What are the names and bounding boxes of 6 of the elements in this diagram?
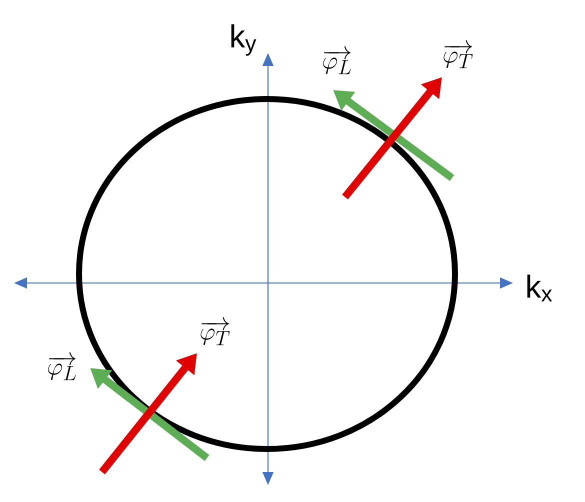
vector-label: $\overrightarrow{\varphi_L}$	[48, 352, 76, 380]
vector-label: $\overrightarrow{\varphi_T}$	[200, 317, 230, 346]
axis-label: k$_{y}$	[231, 24, 256, 56]
vector-label: $\overrightarrow{\varphi_T}$	[444, 40, 473, 68]
vector-label: $\overrightarrow{\varphi_L}$	[323, 46, 351, 74]
axis-label: k$_{x}$	[527, 274, 552, 302]
